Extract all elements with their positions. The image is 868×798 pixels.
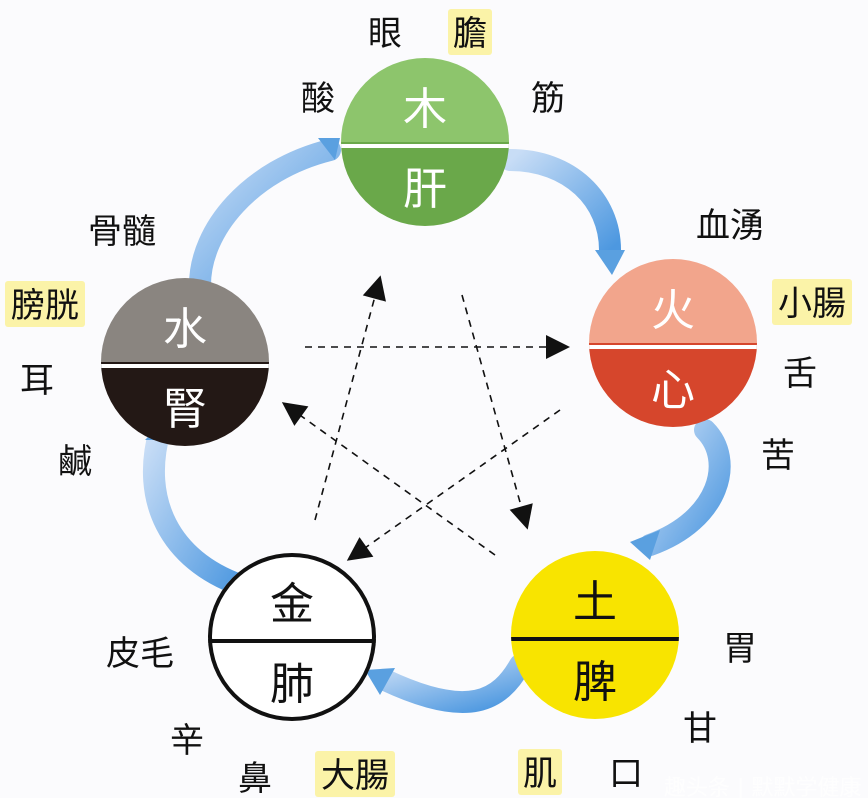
correspondence-label: 大腸 — [321, 756, 389, 796]
element-fire: 火心 — [589, 259, 757, 427]
correspondence-label: 舌 — [783, 354, 817, 394]
correspondence-label: 苦 — [761, 436, 795, 476]
generating-arrow — [499, 149, 621, 261]
controlling-arrow — [461, 294, 526, 521]
correspondence-label: 甘 — [683, 709, 717, 749]
generating-arrow — [374, 654, 531, 713]
correspondence-label: 骨髓 — [88, 212, 156, 252]
correspondence-label: 膽 — [453, 14, 487, 54]
controlling-arrow — [354, 409, 561, 556]
element-name: 木 — [403, 84, 447, 135]
controlling-cycle-dashed-arrows — [281, 275, 570, 561]
correspondence-label: 鼻 — [238, 759, 272, 798]
organ-name: 心 — [651, 365, 695, 416]
correspondence-label: 鹹 — [58, 442, 92, 482]
label-highlight — [518, 749, 562, 795]
correspondence-label: 耳 — [20, 361, 54, 401]
correspondence-label: 酸 — [301, 79, 335, 119]
arrow-head — [346, 537, 374, 561]
correspondence-label: 筋 — [531, 79, 565, 119]
organ-name: 腎 — [163, 384, 207, 435]
correspondence-label: 眼 — [368, 14, 402, 54]
correspondence-label: 皮毛 — [106, 634, 174, 674]
controlling-arrow — [314, 284, 379, 521]
organ-name: 肺 — [270, 659, 314, 710]
organ-name: 脾 — [573, 657, 617, 708]
correspondence-label: 小腸 — [778, 284, 846, 324]
element-earth: 土脾 — [511, 551, 679, 719]
generating-cycle-arrows — [142, 138, 731, 713]
label-highlight — [772, 279, 852, 325]
arrow-head — [365, 668, 395, 695]
element-water: 水腎 — [101, 278, 269, 446]
element-name: 水 — [163, 304, 207, 355]
controlling-arrow — [289, 407, 496, 556]
label-highlight — [5, 281, 85, 327]
label-highlight — [315, 751, 395, 797]
element-name: 土 — [573, 577, 617, 628]
correspondence-label: 肌 — [523, 754, 557, 794]
arrow-head — [595, 250, 625, 275]
correspondence-label: 膀胱 — [11, 286, 79, 326]
element-metal: 金肺 — [208, 553, 376, 721]
arrow-head — [362, 275, 386, 302]
correspondence-label: 辛 — [170, 721, 204, 761]
generating-arrow — [189, 139, 341, 296]
generating-arrow — [142, 419, 251, 596]
arrow-head — [509, 503, 533, 530]
element-wood: 木肝 — [341, 58, 509, 226]
element-name: 火 — [651, 285, 695, 336]
organ-name: 肝 — [403, 164, 447, 215]
arrow-head — [630, 530, 660, 560]
correspondence-label: 胃 — [723, 629, 757, 669]
correspondence-label: 血湧 — [696, 206, 764, 246]
correspondence-label: 口 — [609, 754, 643, 794]
arrow-head — [281, 402, 309, 426]
arrow-head — [546, 335, 570, 359]
watermark: 趣头条 | 默默学健康 — [664, 776, 861, 798]
element-name: 金 — [270, 579, 314, 630]
label-highlight — [448, 9, 492, 55]
generating-arrow — [639, 419, 731, 556]
arrow-head — [318, 138, 340, 160]
